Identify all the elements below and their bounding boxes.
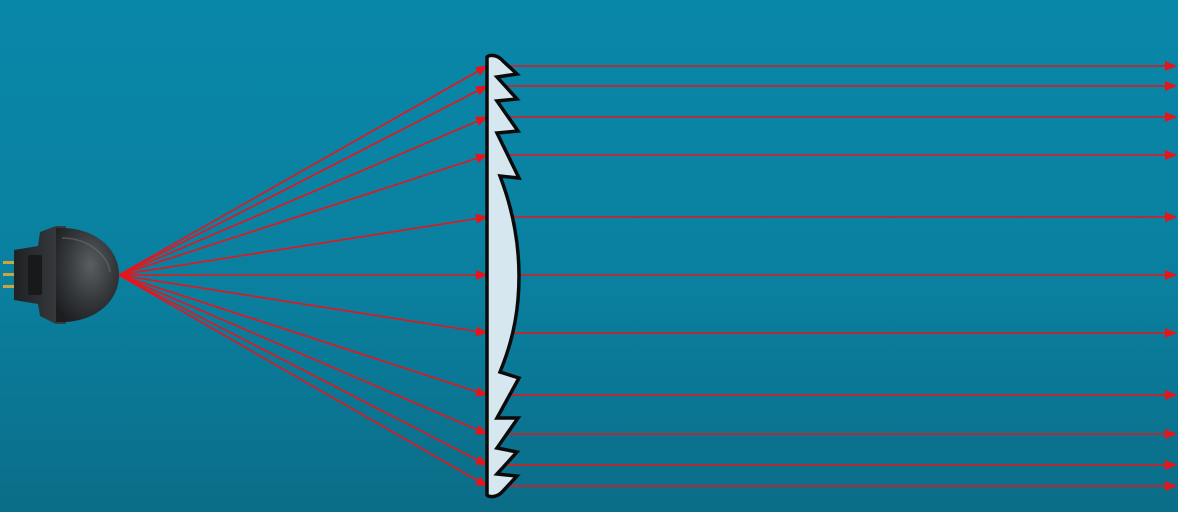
incident-ray [118,213,488,276]
incident-ray [118,274,488,487]
sensor-pin [3,261,17,264]
pir-sensor-icon [3,226,119,324]
fresnel-lens-icon [485,53,522,499]
sensor-connector [28,255,42,295]
incident-ray [118,85,488,276]
incident-ray [118,274,488,435]
fresnel-lens [485,53,522,499]
sensor-dome [56,227,119,323]
sensor-pin [3,285,17,288]
incident-ray [118,274,488,397]
incident-ray [118,274,488,337]
incident-ray [118,153,488,276]
incident-ray [118,65,488,276]
incident-ray [118,116,488,276]
incident-ray [118,274,488,466]
light-rays [118,61,1177,491]
sensor-pin [3,273,17,276]
